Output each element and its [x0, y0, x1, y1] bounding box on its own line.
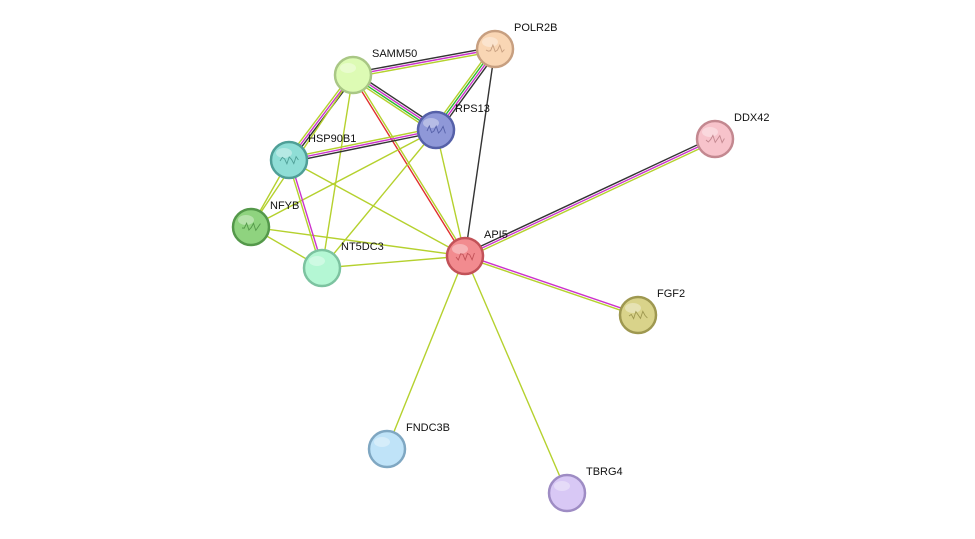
node-circle[interactable]: [231, 207, 271, 247]
edge-api5-nt5dc3[interactable]: [321, 255, 466, 269]
edge-strand: [435, 129, 466, 257]
protein-structure-icon: [628, 310, 648, 320]
edge-strand: [321, 129, 437, 269]
node-label: RPS13: [455, 103, 490, 115]
edge-strand: [288, 159, 466, 257]
edge-strand: [352, 48, 496, 76]
node-highlight: [423, 118, 439, 128]
edge-samm50-nt5dc3[interactable]: [321, 74, 354, 269]
node-nfyb[interactable]: NFYB: [231, 200, 299, 247]
protein-structure-icon: [705, 134, 725, 144]
edge-strand: [351, 75, 465, 257]
edge-api5-tbrg4[interactable]: [464, 255, 568, 494]
edge-api5-hsp90b1[interactable]: [288, 159, 466, 257]
node-label: NT5DC3: [341, 241, 384, 253]
edge-strand: [250, 129, 437, 228]
edge-strand: [321, 74, 354, 269]
edge-rps13-hsp90b1[interactable]: [288, 127, 437, 163]
node-hsp90b1[interactable]: HSP90B1: [269, 133, 356, 180]
node-label: HSP90B1: [308, 133, 356, 145]
node-highlight: [238, 215, 254, 225]
node-nt5dc3[interactable]: NT5DC3: [302, 241, 384, 288]
node-highlight: [554, 481, 570, 491]
edge-strand: [353, 50, 496, 78]
node-highlight: [374, 437, 390, 447]
node-circle[interactable]: [445, 236, 485, 276]
edge-samm50-polr2b[interactable]: [352, 46, 496, 78]
node-highlight: [340, 63, 356, 73]
edge-strand: [352, 46, 495, 74]
node-circle[interactable]: [475, 29, 515, 69]
protein-structure-icon: [241, 221, 261, 232]
node-fgf2[interactable]: FGF2: [618, 288, 685, 335]
node-label: FNDC3B: [406, 422, 450, 434]
node-label: FGF2: [657, 288, 685, 300]
edge-strand: [250, 226, 466, 257]
node-rps13[interactable]: RPS13: [416, 103, 490, 150]
edge-strand: [288, 129, 437, 161]
edge-strand: [288, 127, 436, 159]
node-circle[interactable]: [269, 140, 309, 180]
node-label: API5: [484, 229, 508, 241]
node-circle[interactable]: [547, 473, 587, 513]
edge-strand: [465, 254, 639, 315]
node-highlight: [482, 37, 498, 47]
edge-strand: [321, 255, 466, 269]
node-ddx42[interactable]: DDX42: [695, 112, 769, 159]
edge-strand: [464, 48, 496, 257]
node-circle[interactable]: [416, 110, 456, 150]
edge-api5-ddx42[interactable]: [463, 136, 717, 259]
edge-strand: [464, 255, 568, 494]
node-highlight: [625, 303, 641, 313]
edge-strand: [464, 138, 716, 257]
edge-strand: [465, 140, 717, 259]
edge-api5-rps13[interactable]: [435, 129, 466, 257]
node-label: NFYB: [270, 200, 299, 212]
node-label: TBRG4: [586, 466, 623, 478]
edge-strand: [353, 74, 467, 256]
edge-strand: [464, 256, 638, 317]
protein-structure-icon: [426, 124, 446, 134]
edge-rps13-nfyb[interactable]: [250, 129, 437, 228]
node-label: SAMM50: [372, 48, 417, 60]
edge-api5-samm50[interactable]: [351, 74, 467, 257]
node-samm50[interactable]: SAMM50: [333, 48, 417, 95]
node-label: DDX42: [734, 112, 769, 124]
protein-structure-icon: [279, 155, 299, 166]
node-circle[interactable]: [302, 248, 342, 288]
edge-strand: [386, 255, 466, 450]
node-highlight: [276, 148, 292, 158]
node-highlight: [309, 256, 325, 266]
node-polr2b[interactable]: POLR2B: [475, 22, 557, 69]
node-circle[interactable]: [367, 429, 407, 469]
edge-strand: [289, 131, 437, 163]
edge-api5-fndc3b[interactable]: [386, 255, 466, 450]
protein-structure-icon: [455, 252, 475, 262]
edge-api5-polr2b[interactable]: [464, 48, 496, 257]
node-highlight: [702, 127, 718, 137]
protein-structure-icon: [485, 43, 505, 53]
node-circle[interactable]: [695, 119, 735, 159]
node-api5[interactable]: API5: [445, 229, 508, 276]
edge-api5-nfyb[interactable]: [250, 226, 466, 257]
node-highlight: [452, 244, 468, 254]
node-fndc3b[interactable]: FNDC3B: [367, 422, 450, 469]
edge-strand: [463, 136, 715, 255]
node-tbrg4[interactable]: TBRG4: [547, 466, 623, 513]
edge-api5-fgf2[interactable]: [464, 254, 639, 317]
node-circle[interactable]: [333, 55, 373, 95]
node-label: POLR2B: [514, 22, 557, 34]
edge-rps13-nt5dc3[interactable]: [321, 129, 437, 269]
